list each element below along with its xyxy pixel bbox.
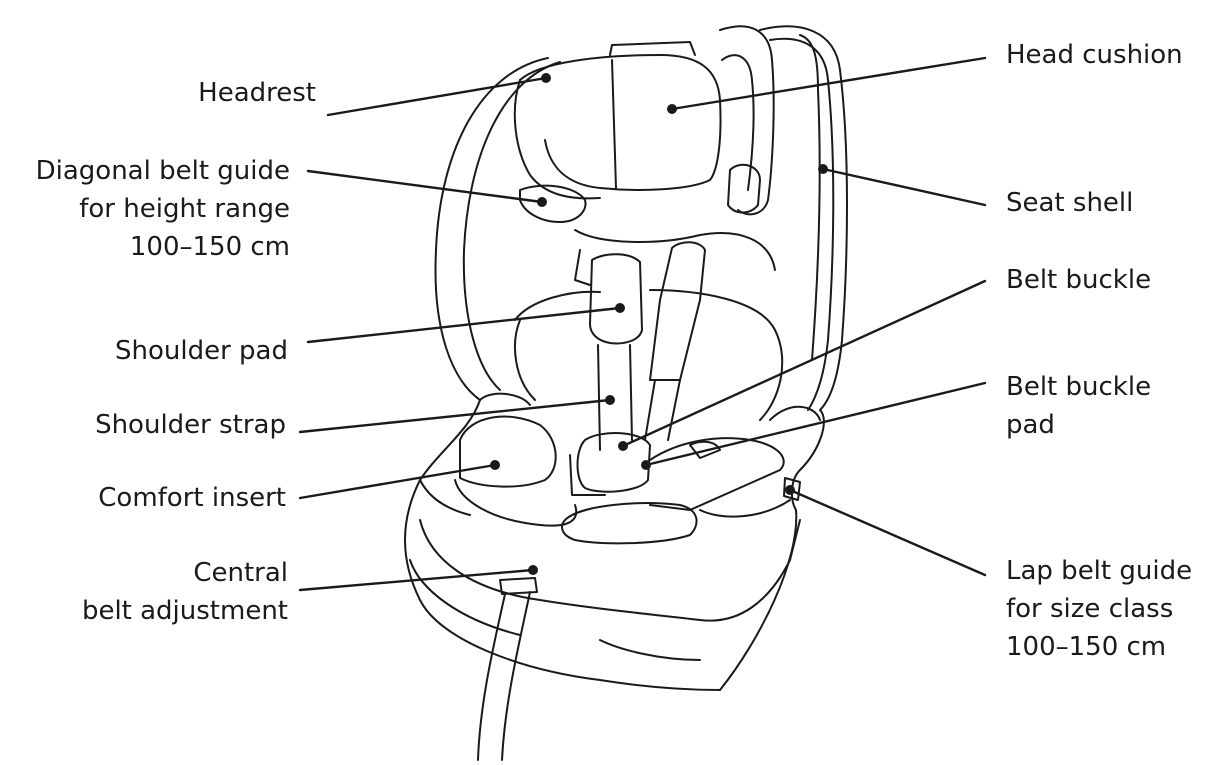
label-line: for size class — [1006, 594, 1174, 624]
central-belt-adjustment — [499, 577, 538, 595]
label-head-cushion: Head cushion — [1006, 38, 1183, 72]
label-line: Lap belt guide — [1006, 556, 1193, 586]
label-central-belt-adjustment: Central belt adjustment — [82, 554, 288, 630]
comfort-insert — [459, 415, 557, 488]
label-line: Belt buckle — [1006, 265, 1152, 295]
seat-base — [419, 519, 801, 622]
lap-belt-guide — [783, 477, 801, 501]
leader-comfort-insert — [298, 463, 497, 500]
leader-belt-buckle-pad — [644, 381, 987, 467]
leader-diagonal-belt-guide — [306, 169, 544, 204]
leader-headrest — [326, 76, 548, 117]
headrest-outline — [519, 54, 722, 191]
leader-lap-belt-guide — [788, 488, 987, 577]
seat-shell-right-outline — [719, 25, 848, 691]
shoulder-pad-left — [589, 253, 643, 345]
label-line: Headrest — [198, 78, 316, 108]
label-shoulder-strap: Shoulder strap — [95, 408, 286, 442]
seat-shell-right-inner — [769, 37, 835, 411]
label-line: belt adjustment — [81, 596, 288, 626]
shoulder-strap-right — [644, 379, 681, 441]
label-line: Shoulder pad — [115, 336, 288, 366]
shoulder-strap-left — [597, 344, 633, 451]
label-diagonal-belt-guide: Diagonal belt guide for height range 100… — [36, 152, 290, 266]
label-line: 100–150 cm — [1006, 632, 1167, 662]
label-line: Head cushion — [1006, 40, 1183, 70]
leader-belt-buckle — [621, 279, 987, 448]
leader-dots — [490, 73, 828, 575]
leader-central-belt-adjustment — [298, 568, 535, 592]
label-shoulder-pad: Shoulder pad — [115, 334, 288, 368]
label-comfort-insert: Comfort insert — [98, 481, 286, 515]
label-line: for height range — [79, 194, 290, 224]
leader-lines — [298, 56, 987, 592]
leader-shoulder-pad — [306, 306, 622, 344]
label-line: Seat shell — [1006, 188, 1134, 218]
label-line: Belt buckle — [1006, 372, 1152, 402]
label-belt-buckle: Belt buckle — [1006, 263, 1151, 297]
belt-buckle — [576, 432, 651, 493]
belt-buckle-pad — [569, 437, 785, 511]
seat-shell-left-inner — [462, 61, 561, 391]
central-belt-strap — [477, 591, 531, 761]
label-headrest: Headrest — [198, 76, 316, 110]
label-line: pad — [1006, 410, 1055, 440]
label-line: Diagonal belt guide — [35, 156, 290, 186]
label-line: Central — [193, 558, 288, 588]
label-line: Shoulder strap — [95, 410, 286, 440]
label-line: Comfort insert — [98, 483, 286, 513]
label-lap-belt-guide: Lap belt guide for size class 100–150 cm — [1006, 552, 1192, 666]
label-line: 100–150 cm — [129, 232, 290, 262]
leader-shoulder-strap — [298, 398, 612, 434]
shoulder-pad-right — [649, 241, 706, 381]
label-belt-buckle-pad: Belt buckle pad — [1006, 368, 1151, 444]
label-seat-shell: Seat shell — [1006, 186, 1133, 220]
leader-head-cushion — [670, 56, 987, 111]
leader-seat-shell — [821, 167, 987, 207]
seat-shell-left-outline — [404, 57, 721, 691]
